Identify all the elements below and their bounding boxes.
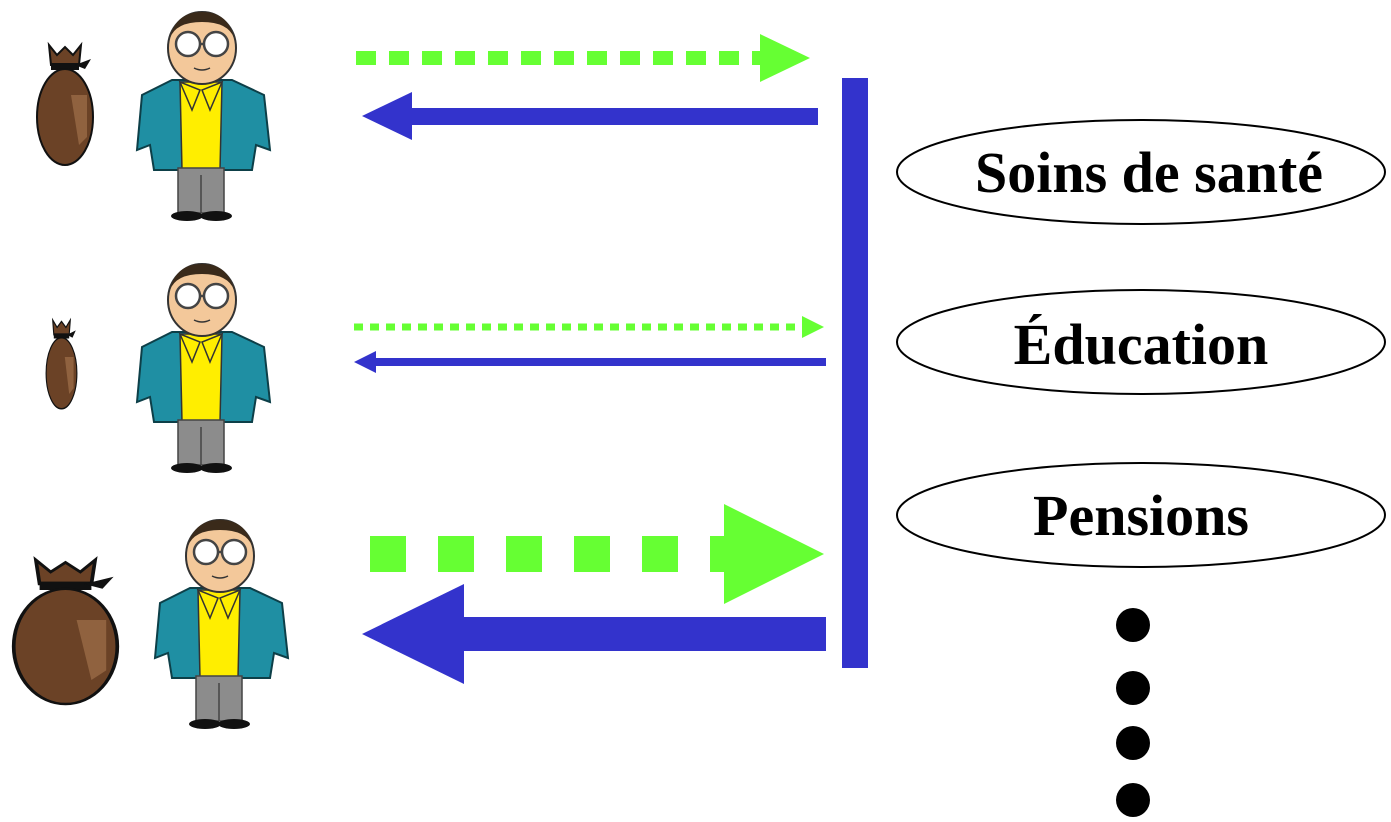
- contribution-arrow: [370, 504, 824, 604]
- service-education: Éducation: [896, 289, 1386, 395]
- service-label: Éducation: [1014, 312, 1269, 377]
- person-icon: [153, 518, 290, 731]
- row-low-income: [45, 262, 826, 475]
- ellipsis-dots-icon: [1116, 608, 1150, 817]
- contribution-arrow: [356, 34, 810, 82]
- state-bar: [842, 78, 868, 668]
- service-label: Soins de santé: [975, 140, 1323, 205]
- money-bag-icon: [36, 44, 94, 166]
- person-icon: [135, 262, 272, 475]
- service-health: Soins de santé: [896, 119, 1386, 225]
- benefit-arrow: [354, 351, 826, 373]
- service-label: Pensions: [1033, 483, 1249, 548]
- benefit-arrow: [362, 584, 826, 684]
- service-pensions: Pensions: [896, 462, 1386, 568]
- row-medium-income: [36, 10, 818, 223]
- money-bag-icon: [45, 319, 78, 410]
- benefit-arrow: [362, 92, 818, 140]
- contribution-arrow: [354, 316, 824, 338]
- money-bag-icon: [11, 558, 120, 706]
- row-high-income: [11, 504, 826, 731]
- person-icon: [135, 10, 272, 223]
